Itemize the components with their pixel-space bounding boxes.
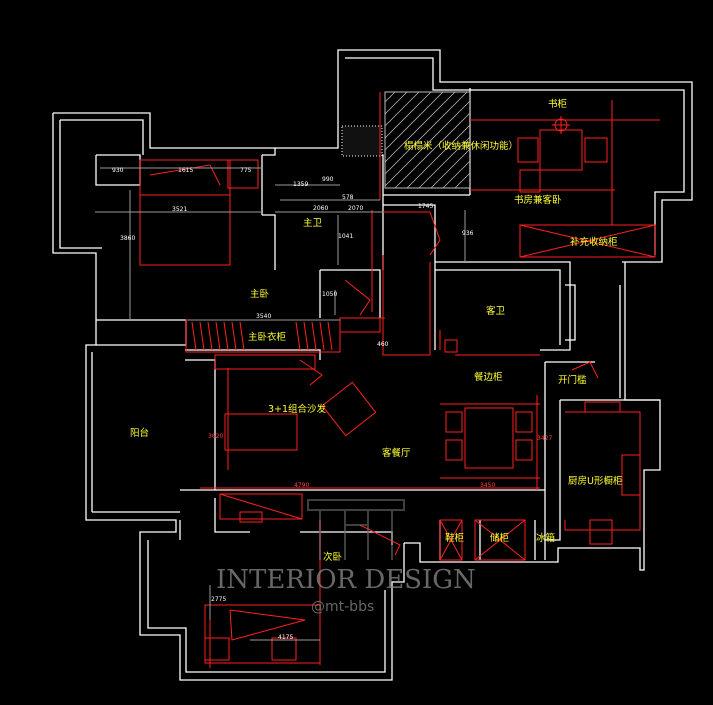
label-guest-bath: 客卫 [486,305,506,317]
watermark-logo [307,499,405,560]
dimension-lines [95,167,466,641]
label-sliding-door: 开门槛 [558,374,587,386]
label-storage-cabinet: 补充收纳柜 [570,236,618,248]
label-study-guest: 书房兼客卧 [514,194,562,206]
dim-1745: 1745 [418,203,433,210]
dim-1615: 1615 [178,167,193,174]
label-fridge: 冰箱 [536,532,555,544]
dim-1359: 1359 [293,181,308,188]
label-display-cabinet: 储柜 [490,532,510,544]
dim-2775: 2775 [211,596,226,603]
dim-3860: 3860 [120,235,135,242]
label-shoe-cabinet: 鞋柜 [445,532,465,544]
watermark-handle: @mt-bbs [311,599,374,615]
dimension-labels: 930 1615 775 3521 3860 1359 990 578 2060… [112,167,552,641]
dim-3540: 3540 [256,313,271,320]
label-sideboard: 餐边柜 [474,371,503,383]
dim-4175: 4175 [278,634,293,641]
dim-990: 990 [322,176,334,183]
dim-3427: 3427 [537,435,552,442]
label-sofa: 3+1组合沙发 [268,403,327,415]
watermark: INTERIOR DESIGN @mt-bbs [216,499,476,615]
dim-4790: 4790 [294,482,309,489]
dim-2070: 2070 [348,205,363,212]
dim-936: 936 [462,230,474,237]
label-desk: 书柜 [548,98,568,110]
label-second-bedroom: 次卧 [323,551,343,563]
dim-1050: 1050 [322,291,337,298]
label-tatami: 榻榻米（收纳兼休闲功能） [404,140,518,152]
dim-1041: 1041 [338,233,353,240]
interior-walls [95,88,660,560]
dim-3521: 3521 [172,206,187,213]
dim-2060: 2060 [313,205,328,212]
label-master-bath: 主卫 [303,217,323,229]
dim-578: 578 [342,194,354,201]
room-labels: 主卧 主卫 主卧衣柜 阳台 客餐厅 3+1组合沙发 次卧 客卫 书房兼客卧 补充… [130,98,623,563]
label-balcony: 阳台 [130,427,149,439]
dim-775: 775 [240,167,252,174]
label-master-wardrobe: 主卧衣柜 [248,331,287,343]
dim-930: 930 [112,167,124,174]
dim-3620: 3620 [208,433,223,440]
tatami-hatch [341,91,471,189]
label-living-dining: 客餐厅 [382,447,411,459]
label-kitchen: 厨房U形橱柜 [568,475,623,487]
dim-3450: 3450 [480,482,495,489]
outer-walls [52,49,693,681]
label-master-bedroom: 主卧 [250,288,270,300]
dim-460: 460 [377,341,389,348]
watermark-title: INTERIOR DESIGN [216,565,476,595]
